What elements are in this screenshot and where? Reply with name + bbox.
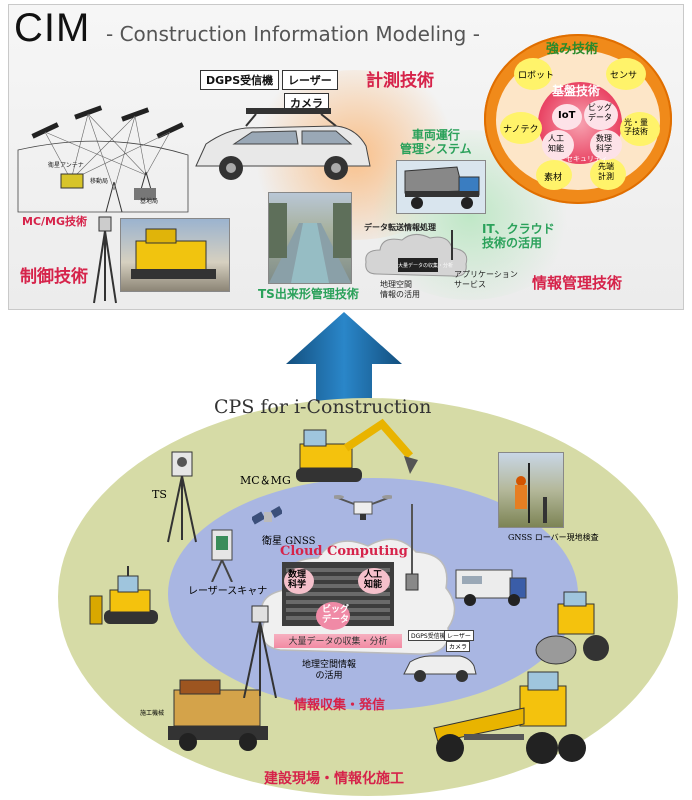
mcmg-label: MC/MG技術	[22, 215, 88, 228]
gnss-rover-photo	[498, 452, 564, 528]
mobile-measurement-truck	[455, 569, 527, 606]
excavator	[296, 418, 418, 482]
up-arrow	[286, 312, 402, 414]
gnss-label-3: 移動局	[90, 178, 109, 185]
math-science-bubble	[284, 568, 314, 594]
paver-machine-photo	[120, 218, 230, 292]
material-label: 素材	[544, 173, 563, 183]
bigdata-label: ビッグ データ	[588, 103, 612, 122]
dgps-tag: DGPS受信機	[200, 70, 280, 90]
math-science-label: 数理 科学	[288, 570, 307, 590]
ai-label-bottom: 人工 知能	[364, 570, 383, 590]
tripod-instrument	[93, 216, 117, 304]
control-tech-label: 制御技術	[20, 267, 88, 287]
robot-label: ロボット	[518, 71, 555, 81]
app-service-label: アプリケーション サービス	[454, 270, 518, 289]
robot-bubble	[514, 58, 552, 90]
ts-instrument	[167, 451, 197, 543]
advanced-measure-bubble	[590, 158, 626, 190]
big-data-banner: 大量データの収集・分析	[274, 634, 402, 648]
bigdata-label-bottom: ビッグ データ	[322, 605, 350, 625]
machine-small-label: 施工機械	[140, 710, 165, 717]
cps-title: CPS for i-Construction	[214, 396, 432, 418]
ai-bubble	[542, 130, 574, 160]
site-label: 建設現場・情報化施工	[264, 771, 404, 787]
cloud-title: Cloud Computing	[280, 544, 408, 559]
satellite-label: 衛星 GNSS	[262, 536, 316, 547]
material-bubble	[536, 160, 572, 190]
strength-title: 強み技術	[546, 42, 599, 57]
asphalt-finisher	[168, 679, 268, 751]
nanotech-label: ナノテク	[503, 125, 539, 135]
measurement-car	[195, 108, 371, 180]
photon-label: 光・量 子技術	[624, 118, 648, 136]
antenna	[405, 504, 419, 591]
motor-grader	[433, 671, 586, 764]
laser-scanner	[211, 529, 233, 582]
bigdata-bubble	[584, 100, 618, 130]
bigdata-bubble-bottom	[316, 602, 350, 630]
info-mgmt-label: 情報管理技術	[532, 274, 623, 292]
geo-info-label: 地理空間情報 の活用	[302, 660, 357, 681]
sensor-label: センサ	[610, 71, 638, 81]
bulldozer	[89, 566, 158, 625]
laser-small-tag: レーザー	[444, 630, 474, 641]
laser-tag: レーザー	[282, 70, 338, 90]
ts-label: TS	[152, 488, 167, 501]
math-label: 数理 科学	[596, 134, 612, 153]
drone	[334, 495, 392, 520]
dgps-small-tag: DGPS受信機	[408, 630, 449, 641]
vehicle-mgmt-label: 車両運行 管理システム	[400, 128, 472, 156]
ai-bubble-bottom	[358, 568, 390, 594]
iot-bubble	[552, 104, 582, 130]
survey-tripod	[243, 605, 277, 698]
security-label: セキュリティ	[566, 155, 608, 163]
big-data-mini: 大量データの収集・分析	[398, 263, 454, 269]
gnss-label-1: 衛星アンテナ	[48, 162, 84, 169]
mcmg-label-bottom: MC＆MG	[240, 474, 291, 487]
base-tech-title: 基盤技術	[552, 84, 601, 98]
cim-logo: CIM	[14, 6, 91, 50]
info-collect-label: 情報収集・発信	[294, 698, 386, 713]
it-cloud-label: IT、クラウド 技術の活用	[482, 222, 555, 250]
gnss-rover-label: GNSS ローバー現地検査	[508, 533, 599, 542]
it-cloud	[365, 230, 468, 277]
advanced-measure-label: 先端 計測	[598, 162, 614, 181]
ai-label: 人工 知能	[548, 134, 564, 153]
ts-tech-label: TS出来形管理技術	[258, 287, 359, 301]
photon-bubble	[620, 112, 660, 146]
nanotech-bubble	[500, 112, 542, 144]
math-bubble	[590, 130, 622, 160]
road-survey-photo	[268, 192, 352, 284]
data-transfer-label: データ転送情報処理	[364, 223, 436, 232]
sensor-bubble	[606, 58, 646, 90]
small-measure-car	[403, 655, 477, 682]
laser-scanner-label: レーザースキャナ	[188, 586, 268, 597]
dump-truck-photo	[396, 160, 486, 214]
road-roller	[535, 591, 609, 665]
cim-subtitle: - Construction Information Modeling -	[106, 22, 480, 46]
iot-label: IoT	[558, 110, 576, 121]
geo-mini-label: 地理空間 情報の活用	[380, 280, 420, 299]
camera-small-tag: カメラ	[446, 641, 471, 652]
gnss-survey-illustration	[17, 105, 189, 213]
satellite	[252, 506, 282, 525]
measure-tech-label: 計測技術	[366, 71, 434, 91]
gnss-label-2: 基地局	[140, 198, 159, 205]
